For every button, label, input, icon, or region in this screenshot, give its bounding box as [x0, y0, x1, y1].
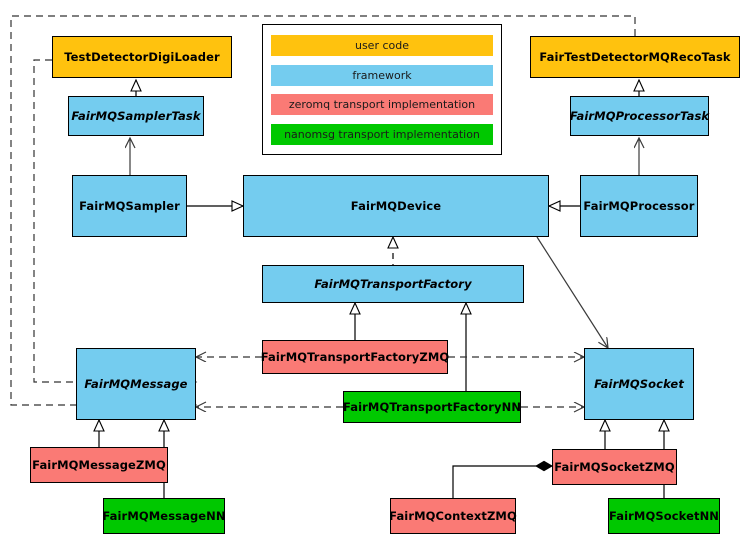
- class-label: FairMQSocketZMQ: [554, 459, 675, 474]
- class-label: FairMQTransportFactoryZMQ: [260, 349, 450, 364]
- class-node-fair-mq-socket-zmq[interactable]: FairMQSocketZMQ: [552, 449, 677, 485]
- class-node-fair-mq-message-zmq[interactable]: FairMQMessageZMQ: [30, 447, 168, 483]
- legend-item-user-code: user code: [271, 35, 493, 56]
- class-node-fair-test-detector-mq-reco-task[interactable]: FairTestDetectorMQRecoTask: [530, 36, 740, 78]
- legend-item-framework: framework: [271, 65, 493, 86]
- legend-label-framework: framework: [352, 69, 412, 82]
- class-node-fair-mq-socket-nn[interactable]: FairMQSocketNN: [608, 498, 720, 534]
- class-label: FairMQSamplerTask: [71, 108, 201, 123]
- class-node-fair-mq-message[interactable]: FairMQMessage: [76, 348, 196, 420]
- class-label: FairMQSocketNN: [608, 508, 720, 523]
- class-label: FairMQProcessor: [583, 198, 695, 213]
- class-label: FairMQContextZMQ: [389, 508, 517, 523]
- class-node-fair-mq-processor-task[interactable]: FairMQProcessorTask: [570, 96, 709, 136]
- class-node-fair-mq-device[interactable]: FairMQDevice: [243, 175, 549, 237]
- class-node-test-detector-digi-loader[interactable]: TestDetectorDigiLoader: [52, 36, 232, 78]
- class-node-fair-mq-sampler[interactable]: FairMQSampler: [72, 175, 187, 237]
- class-node-fair-mq-transport-factory[interactable]: FairMQTransportFactory: [262, 265, 524, 303]
- class-label: FairMQSocket: [594, 376, 684, 391]
- class-node-fair-mq-transport-factory-nn[interactable]: FairMQTransportFactoryNN: [343, 391, 521, 423]
- edge-contextzmq-to-socketzmq: [452, 460, 553, 498]
- class-label: FairMQTransportFactory: [314, 276, 472, 291]
- class-node-fair-mq-transport-factory-zmq[interactable]: FairMQTransportFactoryZMQ: [260, 340, 450, 374]
- class-label: FairMQMessageZMQ: [32, 457, 166, 472]
- class-label: FairMQMessageNN: [102, 508, 226, 523]
- class-node-fair-mq-message-nn[interactable]: FairMQMessageNN: [102, 498, 226, 534]
- legend-label-nanomsg: nanomsg transport implementation: [284, 128, 480, 141]
- class-label: TestDetectorDigiLoader: [64, 49, 220, 64]
- class-label: FairMQMessage: [84, 376, 188, 391]
- class-label: FairMQTransportFactoryNN: [342, 399, 522, 414]
- class-label: FairMQSampler: [79, 198, 180, 213]
- class-label: FairMQProcessorTask: [569, 108, 710, 123]
- legend-item-zeromq: zeromq transport implementation: [271, 94, 493, 115]
- class-node-fair-mq-processor[interactable]: FairMQProcessor: [580, 175, 698, 237]
- legend-item-nanomsg: nanomsg transport implementation: [271, 124, 493, 145]
- class-label: FairTestDetectorMQRecoTask: [539, 49, 731, 64]
- legend-label-user-code: user code: [354, 39, 410, 52]
- legend-label-zeromq: zeromq transport implementation: [288, 98, 476, 111]
- class-node-fair-mq-sampler-task[interactable]: FairMQSamplerTask: [68, 96, 204, 136]
- class-node-fair-mq-socket[interactable]: FairMQSocket: [584, 348, 694, 420]
- edge-device-to-socket: [536, 236, 608, 348]
- class-label: FairMQDevice: [350, 198, 442, 213]
- class-node-fair-mq-context-zmq[interactable]: FairMQContextZMQ: [389, 498, 517, 534]
